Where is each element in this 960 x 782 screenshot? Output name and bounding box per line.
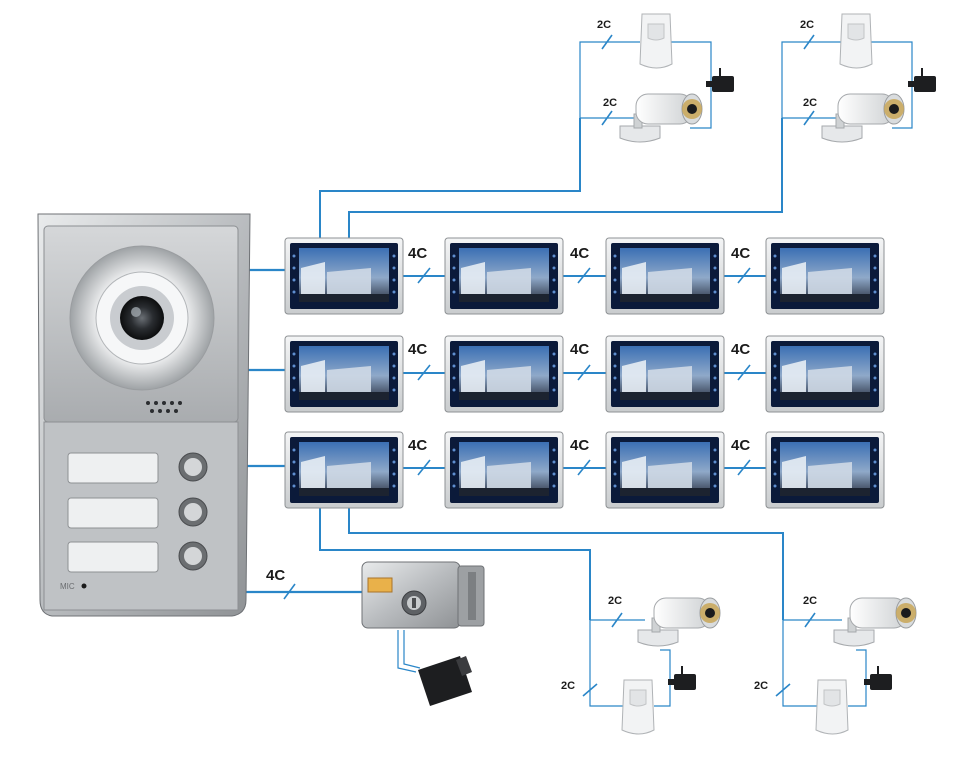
label-4c: 4C: [570, 341, 589, 358]
door-camera-lens-icon: [120, 296, 164, 340]
indoor-monitor-grid: [284, 237, 885, 509]
label-4c: 4C: [570, 245, 589, 262]
cctv-camera-icon: [619, 93, 703, 143]
label-2c: 2C: [603, 97, 617, 109]
cctv-camera-icon: [821, 93, 905, 143]
indoor-monitor-12: [765, 431, 885, 509]
label-4c: 4C: [570, 437, 589, 454]
cctv-camera-icon: [833, 597, 917, 647]
indoor-monitor-6: [444, 335, 564, 413]
label-4c: 4C: [731, 341, 750, 358]
wire-bottom-group2: [348, 508, 784, 620]
name-plate-1: [67, 452, 159, 484]
indoor-monitor-5: [284, 335, 404, 413]
label-2c: 2C: [803, 97, 817, 109]
label-4c: 4C: [408, 245, 427, 262]
label-4c: 4C: [731, 437, 750, 454]
speaker-grille-icon: [146, 401, 182, 413]
call-button-3[interactable]: [178, 541, 208, 571]
call-button-1[interactable]: [178, 452, 208, 482]
name-plate-2: [67, 497, 159, 529]
label-2c: 2C: [597, 19, 611, 31]
label-4c: 4C: [408, 437, 427, 454]
label-4c-lock: 4C: [266, 567, 285, 584]
label-4c: 4C: [408, 341, 427, 358]
name-plate-3: [67, 541, 159, 573]
monitor-chain-wires: [403, 267, 766, 476]
pir-sensor-icon: [639, 13, 673, 69]
cable-2c-labels: 2C 2C 2C 2C 2C 2C 2C 2C: [561, 19, 817, 692]
label-2c: 2C: [803, 595, 817, 607]
label-4c: 4C: [731, 245, 750, 262]
label-2c: 2C: [754, 680, 768, 692]
label-2c: 2C: [561, 680, 575, 692]
power-adapter-icon: [706, 68, 734, 92]
wire-bottom-group1: [319, 508, 591, 620]
cable-4c-labels: 4C 4C 4C 4C 4C 4C 4C 4C 4C 4C: [266, 245, 750, 584]
wires: [240, 34, 913, 707]
pir-sensor-icon: [839, 13, 873, 69]
pir-sensor-icon: [815, 679, 849, 735]
indoor-monitor-11: [605, 431, 725, 509]
indoor-monitor-3: [605, 237, 725, 315]
wire-mark-lock: [283, 583, 296, 600]
indoor-monitor-9: [284, 431, 404, 509]
call-button-2[interactable]: [178, 497, 208, 527]
door-station: MIC: [37, 213, 251, 617]
indoor-monitor-4: [765, 237, 885, 315]
pir-sensor-icon: [621, 679, 655, 735]
label-2c: 2C: [800, 19, 814, 31]
mic-label: MIC: [60, 582, 75, 591]
indoor-monitor-8: [765, 335, 885, 413]
power-adapter-icon: [668, 666, 696, 690]
electric-lock: [361, 561, 485, 629]
indoor-monitor-7: [605, 335, 725, 413]
wire-top-group2: [348, 118, 783, 240]
label-2c: 2C: [608, 595, 622, 607]
power-adapter-icon: [418, 656, 472, 706]
keyhole-icon: [412, 598, 416, 608]
power-adapter-icon: [908, 68, 936, 92]
indoor-monitor-1: [284, 237, 404, 315]
indoor-monitor-2: [444, 237, 564, 315]
mic-hole-icon: [81, 583, 87, 589]
peripheral-devices: [619, 13, 936, 735]
power-adapter-icon: [864, 666, 892, 690]
wire-top-group1: [319, 118, 581, 240]
indoor-monitor-10: [444, 431, 564, 509]
cctv-camera-icon: [637, 597, 721, 647]
